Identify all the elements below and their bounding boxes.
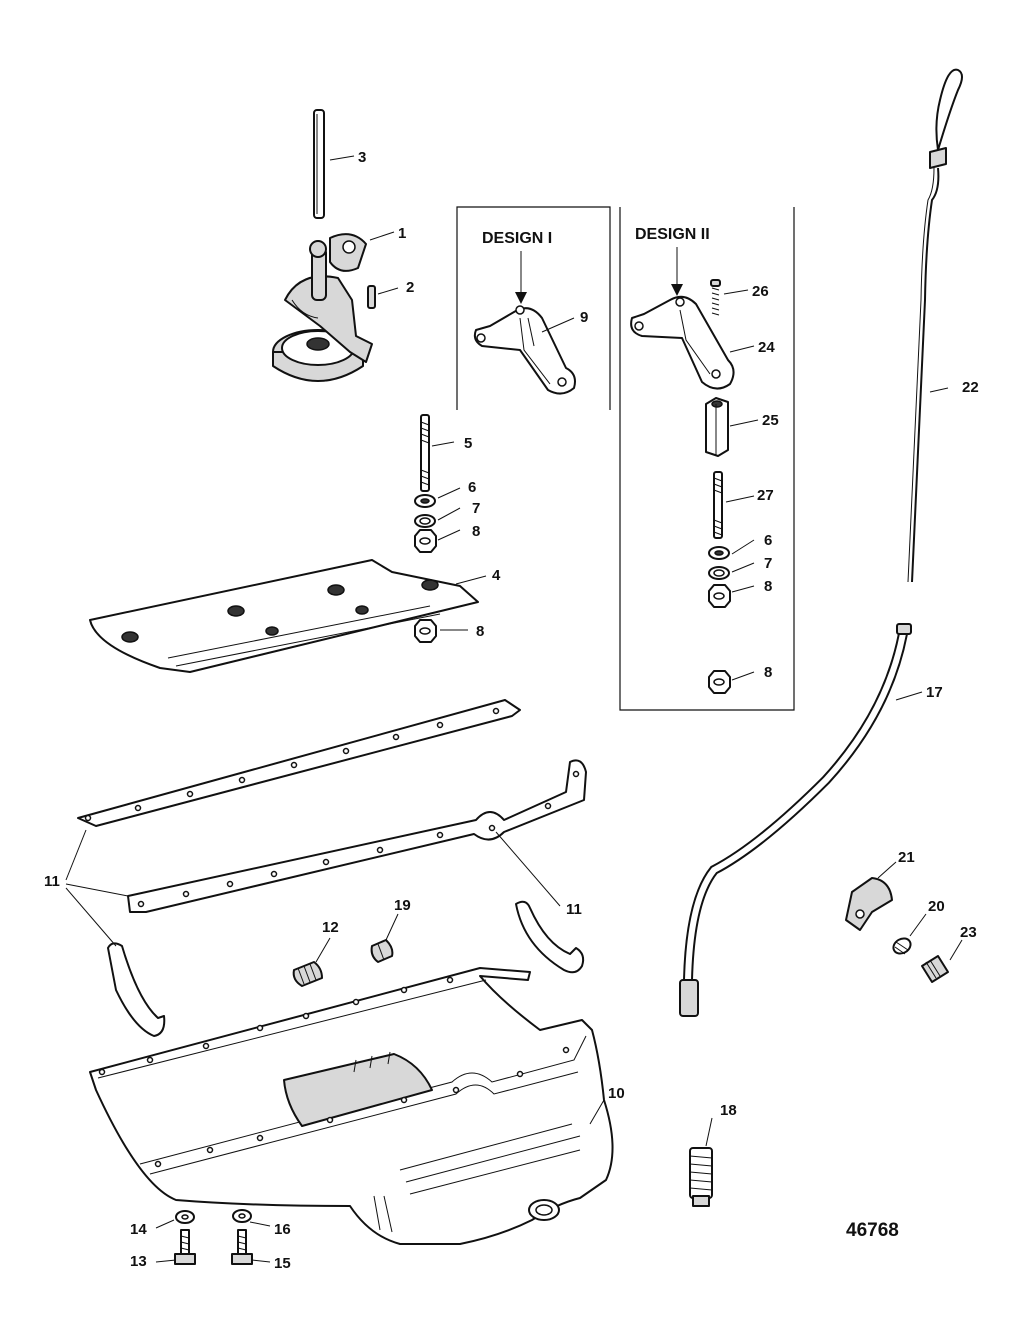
figure-number: 46768	[846, 1220, 899, 1241]
washer-14	[175, 1210, 195, 1224]
oil-pump	[272, 233, 373, 382]
callout-27: 27	[757, 487, 774, 504]
nut-8-right	[708, 584, 731, 608]
callout-8-lower-left: 8	[476, 623, 484, 640]
bracket-bolt	[710, 279, 721, 316]
dipstick	[907, 68, 963, 583]
drain-plug-small	[370, 939, 394, 963]
callout-1: 1	[398, 225, 406, 242]
tube-fitting	[689, 1147, 713, 1207]
pan-gasket-lower	[127, 759, 587, 913]
callouts: 3 1 2 9 26 24 25 27 6 7 8 8 5 6 7 8 8 4 …	[44, 149, 979, 1272]
callout-6-right: 6	[764, 532, 772, 549]
callout-9: 9	[580, 309, 588, 326]
stud-design-2	[713, 471, 723, 539]
callout-14: 14	[130, 1221, 147, 1238]
lock-washer-7-left	[414, 514, 436, 528]
nut-8-left	[414, 529, 437, 553]
callout-16: 16	[274, 1221, 291, 1238]
callout-7-right: 7	[764, 555, 772, 572]
washer-6-right	[708, 546, 730, 560]
callout-5: 5	[464, 435, 472, 452]
clip-bolt	[921, 955, 949, 983]
design-2-label: DESIGN II	[635, 226, 710, 243]
lock-washer-7-right	[708, 566, 730, 580]
pan-gasket-upper	[77, 699, 521, 827]
bracket-design-1	[473, 305, 576, 395]
callout-2: 2	[406, 279, 414, 296]
pan-plug	[292, 961, 323, 987]
oil-pan	[89, 967, 614, 1245]
callout-20: 20	[928, 898, 945, 915]
callout-12: 12	[322, 919, 339, 936]
tube-clip	[845, 877, 893, 931]
clip-washer	[892, 937, 912, 955]
callout-7-left: 7	[472, 500, 480, 517]
nut-8-lower-left	[414, 619, 437, 643]
callout-8-lower-right: 8	[764, 664, 772, 681]
bolt-13	[174, 1229, 196, 1265]
design-1-label: DESIGN I	[482, 230, 552, 247]
callout-11-right: 11	[566, 901, 582, 918]
washer-6-left	[414, 494, 436, 508]
windage-tray	[89, 559, 479, 673]
callout-8-left: 8	[472, 523, 480, 540]
pickup-shaft	[313, 109, 325, 219]
pump-pin	[367, 285, 376, 309]
bracket-design-2	[630, 295, 735, 390]
callout-23: 23	[960, 924, 977, 941]
callout-25: 25	[762, 412, 779, 429]
callout-8-right: 8	[764, 578, 772, 595]
callout-21: 21	[898, 849, 915, 866]
callout-6-left: 6	[468, 479, 476, 496]
design-2-box: DESIGN II	[619, 207, 795, 711]
callout-11-left: 11	[44, 873, 60, 890]
callout-3: 3	[358, 149, 366, 166]
nut-8-lower-right	[708, 670, 731, 694]
callout-22: 22	[962, 379, 979, 396]
dipstick-tube	[679, 623, 912, 1017]
spacer	[705, 397, 729, 457]
design-1-box: DESIGN I	[456, 206, 611, 410]
washer-16	[232, 1209, 252, 1223]
callout-4: 4	[492, 567, 501, 584]
callout-17: 17	[926, 684, 943, 701]
callout-26: 26	[752, 283, 769, 300]
rear-seal-left	[107, 942, 166, 1037]
leader-lines	[65, 155, 963, 1263]
callout-18: 18	[720, 1102, 737, 1119]
callout-15: 15	[274, 1255, 291, 1272]
callout-13: 13	[130, 1253, 147, 1270]
callout-10: 10	[608, 1085, 625, 1102]
callout-19: 19	[394, 897, 411, 914]
front-seal-right	[515, 900, 585, 974]
callout-24: 24	[758, 339, 775, 356]
bolt-15	[231, 1229, 253, 1265]
stud-design-1	[420, 414, 430, 492]
